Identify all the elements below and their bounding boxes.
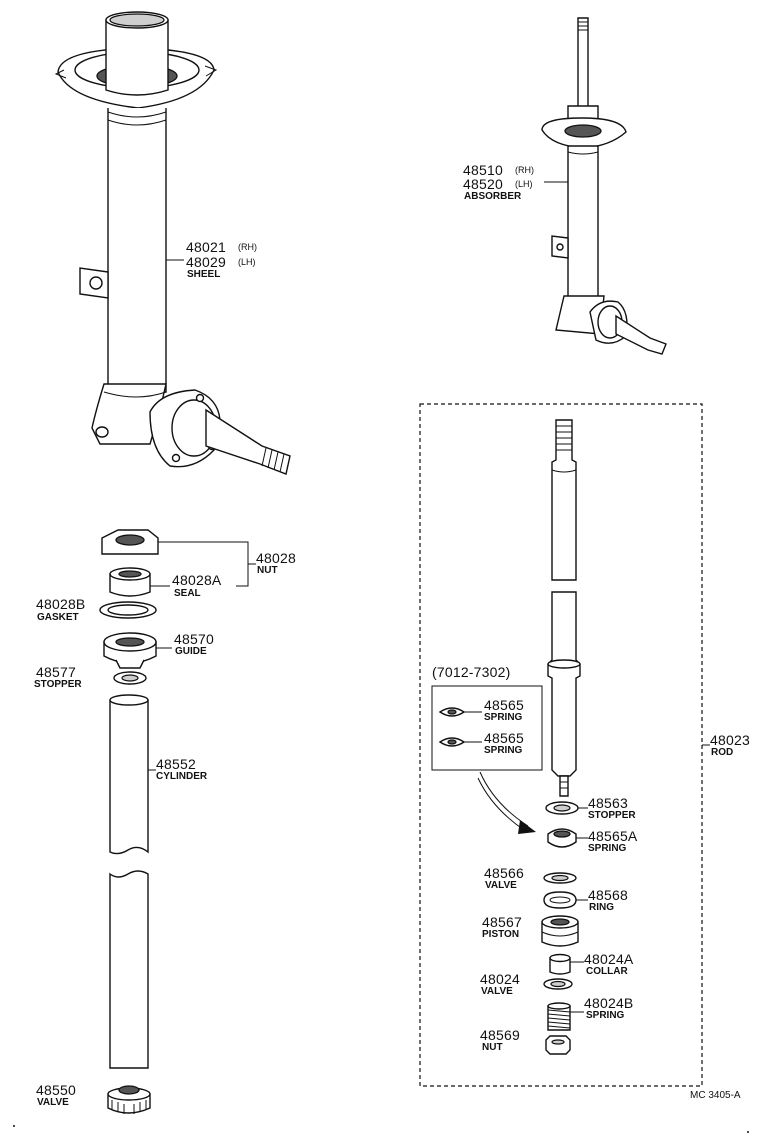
part-name: SEAL <box>174 588 201 599</box>
part-name: SPRING <box>588 843 627 854</box>
part-number: 48565 <box>484 730 524 746</box>
part-name: RING <box>589 902 614 913</box>
part-number: 48024B <box>584 995 634 1011</box>
part-name: NUT <box>257 565 278 576</box>
part-name: GASKET <box>37 612 79 623</box>
part-number: 48565 <box>484 697 524 713</box>
absorber-side-rh: (RH) <box>515 165 534 175</box>
part-name: VALVE <box>481 986 513 997</box>
part-number: 48028 <box>256 550 296 566</box>
absorber-side-lh: (LH) <box>515 179 533 189</box>
part-number: 48565A <box>588 828 638 844</box>
absorber-part-number-rh: 48510 <box>463 162 503 178</box>
shell-part-number-rh: 48021 <box>186 239 226 255</box>
cylinder-parts-drawing <box>99 529 256 1114</box>
part-name: VALVE <box>37 1097 69 1108</box>
absorber-part-number-lh: 48520 <box>463 176 503 192</box>
part-number: 48024 <box>480 971 520 987</box>
part-name: GUIDE <box>175 646 207 657</box>
part-number: 48024A <box>584 951 634 967</box>
part-name: STOPPER <box>34 679 82 690</box>
part-name: PISTON <box>482 929 520 940</box>
part-name: ROD <box>711 747 734 758</box>
part-number: 48566 <box>484 865 524 881</box>
date-range-label: (7012-7302) <box>432 664 511 680</box>
absorber-part-name: ABSORBER <box>464 191 522 202</box>
shell-side-lh: (LH) <box>238 257 256 267</box>
part-name: SPRING <box>484 745 523 756</box>
part-number: 48563 <box>588 795 628 811</box>
part-name: CYLINDER <box>156 771 208 782</box>
part-number: 48577 <box>36 664 76 680</box>
part-number: 48023 <box>710 732 750 748</box>
rod-assembly-drawing <box>419 403 710 1087</box>
part-number: 48028B <box>36 596 86 612</box>
part-number: 48569 <box>480 1027 520 1043</box>
part-name: SPRING <box>586 1010 625 1021</box>
part-number: 48028A <box>172 572 222 588</box>
drawing-code: MC 3405-A <box>690 1090 741 1101</box>
part-name: VALVE <box>485 880 517 891</box>
part-name: COLLAR <box>586 966 628 977</box>
part-name: SPRING <box>484 712 523 723</box>
absorber-assembly-drawing <box>541 17 667 355</box>
part-number: 48550 <box>36 1082 76 1098</box>
part-name: STOPPER <box>588 810 636 821</box>
part-number: 48567 <box>482 914 522 930</box>
shell-assembly-drawing <box>54 11 291 475</box>
part-number: 48568 <box>588 887 628 903</box>
part-number: 48552 <box>156 756 196 772</box>
shell-side-rh: (RH) <box>238 242 257 252</box>
shell-part-name: SHEEL <box>187 269 221 280</box>
part-number: 48570 <box>174 631 214 647</box>
shell-part-number-lh: 48029 <box>186 254 226 270</box>
part-name: NUT <box>482 1042 503 1053</box>
